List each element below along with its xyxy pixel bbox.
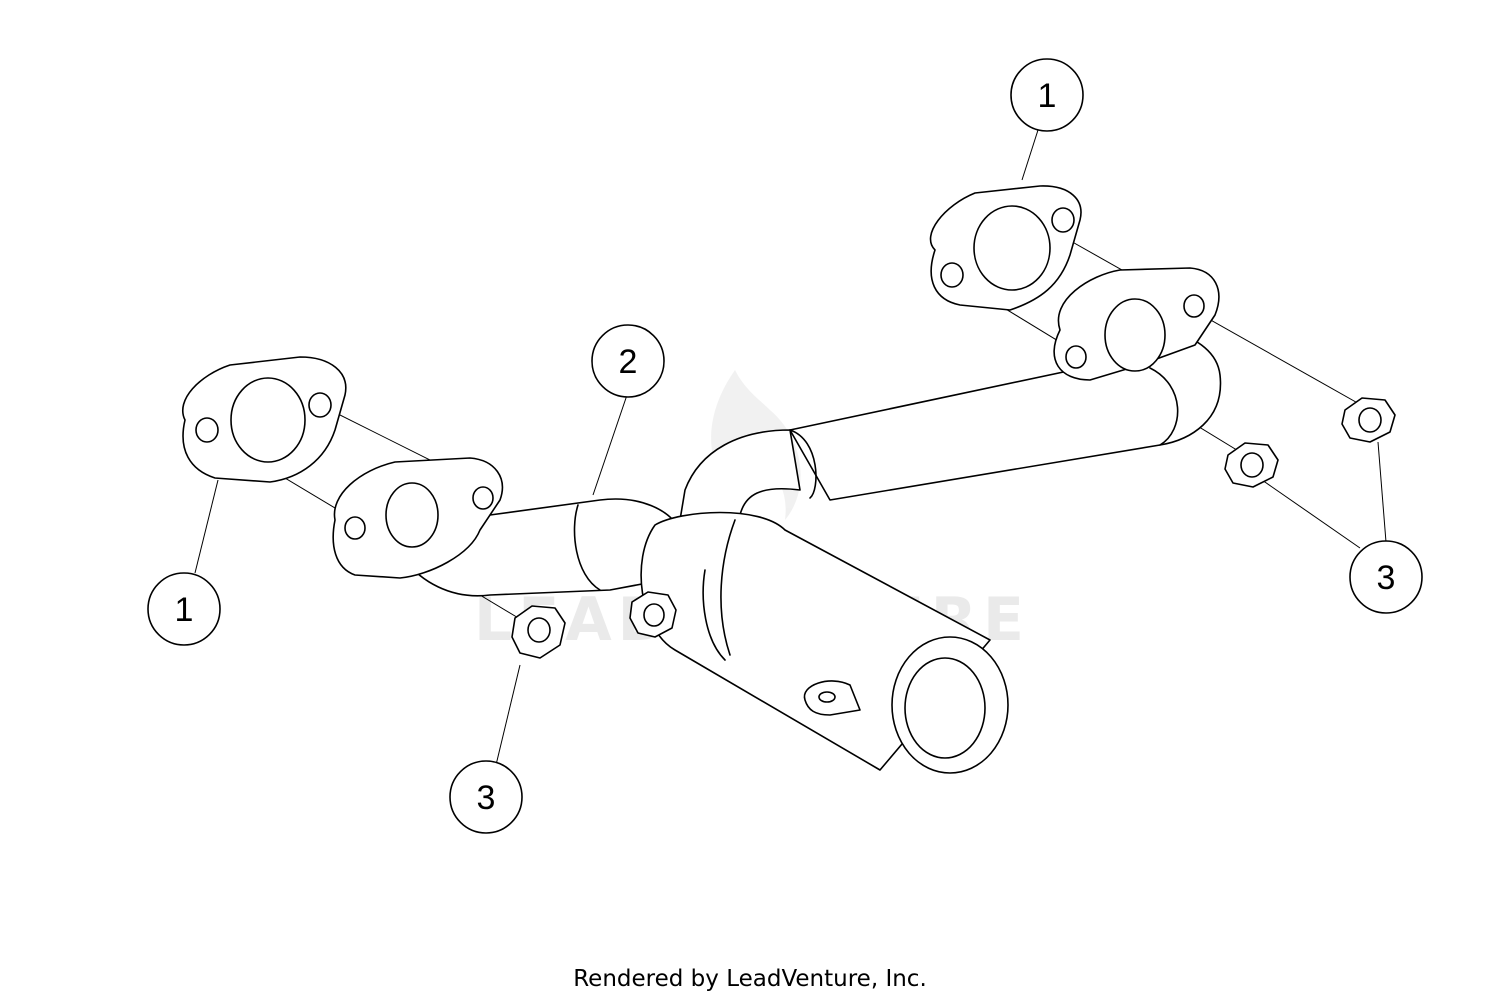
callout-label: 1 [175, 591, 194, 629]
callout-3-left: 3 [449, 760, 523, 834]
nut-right-lower [1224, 442, 1279, 488]
gasket-right [929, 185, 1082, 311]
nut-right-upper [1341, 397, 1396, 443]
callout-2: 2 [591, 324, 665, 398]
callout-label: 3 [477, 779, 496, 817]
gasket-left [182, 356, 347, 483]
footer-credit: Rendered by LeadVenture, Inc. [573, 966, 927, 992]
callout-label: 1 [1038, 77, 1057, 115]
nut-center [629, 591, 677, 638]
nut-left [511, 605, 566, 659]
callout-1-left: 1 [147, 572, 221, 646]
callout-1-top: 1 [1010, 58, 1084, 132]
callout-3-right: 3 [1349, 540, 1423, 614]
callout-label: 2 [619, 343, 638, 381]
callout-label: 3 [1377, 559, 1396, 597]
exhaust-pipe-assembly [332, 267, 1222, 774]
